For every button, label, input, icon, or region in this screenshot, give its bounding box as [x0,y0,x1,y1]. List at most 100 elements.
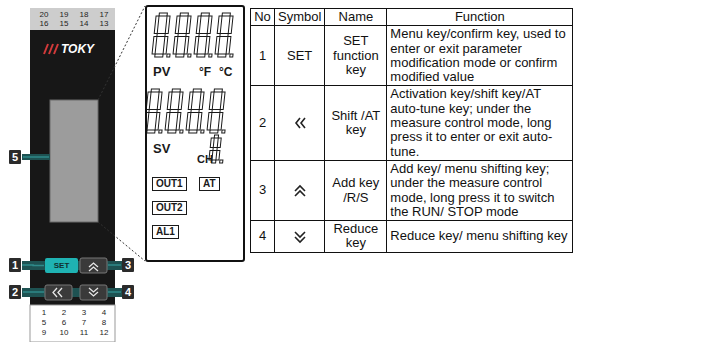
segment [201,13,209,16]
node-text: 1 [12,258,18,272]
terminal-number: 16 [40,19,49,28]
segment [220,34,228,37]
table-text: Reduce key [328,222,383,251]
indicator-box: AT [199,177,220,191]
chevron [295,186,305,196]
table-text: Menu key/confirm key, used to enter or e… [390,27,569,84]
segment [155,54,163,57]
controller-body [22,8,122,342]
table-cell: No [251,9,275,26]
table-cell: SET function key [325,26,387,86]
terminal-number: 1 [42,308,46,317]
table-cell: SET [275,26,325,86]
key-symbol-icon [292,228,308,245]
segment [207,16,212,34]
segment [218,54,226,57]
segment [215,37,220,55]
chevron [296,118,305,128]
segment [218,113,223,131]
display-legend: SV [153,141,170,156]
segment [165,16,170,34]
table-text: Shift /AT key [328,109,383,138]
table-cell: Add key/ menu shifting key; under the me… [387,160,573,220]
segment [155,113,160,131]
segment [170,110,178,113]
segment [180,13,188,16]
segment [228,16,233,34]
segment [222,13,230,16]
table-cell: 2 [251,86,275,160]
segment [151,89,159,92]
node-text: SET [45,258,78,273]
node-text: 3 [125,258,131,272]
segment [178,92,183,110]
table-cell: 1 [251,26,275,86]
leader-line [22,264,44,266]
indicator-box: OUT2 [152,201,187,215]
zoom-lines [98,6,145,261]
node-text: 5 [12,150,18,164]
segment [147,92,151,110]
drawing-stroke [22,154,50,160]
callout-number: 4 [122,285,134,299]
key-table: NoSymbol NameFunction 1SET SET function key… [250,8,573,253]
terminal-number: 15 [60,19,69,28]
terminal-number: 11 [80,328,88,337]
table-text: 3 [254,183,271,197]
table-cell: Function [387,9,573,26]
segment [149,110,157,113]
leader-lines [23,157,121,292]
segment [220,92,225,110]
table-cell: Name [325,9,387,26]
node-text: OUT2 [156,202,183,214]
table-text: Symbol [278,10,321,24]
segment-dot [159,130,162,133]
segment-digit [207,89,230,133]
brand-logo: TOKY [61,42,94,56]
drawing-stroke [53,288,62,297]
table-cell [275,160,325,220]
segment [167,92,172,110]
seven-segment-digits [147,7,243,260]
table-cell: 4 [251,221,275,253]
segment [176,113,181,131]
table-text: Reduce key/ menu shifting key [390,229,569,243]
segment-dot [209,54,212,57]
segment [191,110,199,113]
segment [159,13,167,16]
terminal-number: 4 [102,308,106,317]
segment [216,151,220,161]
table-cell [275,86,325,160]
segment [152,37,157,55]
terminal-number: 2 [62,308,66,317]
table-text: Function [390,10,569,24]
segment-dot [180,130,183,133]
segment [186,113,191,131]
segment [184,37,189,55]
node-text: AL1 [156,226,175,238]
terminal-number: 18 [80,10,89,19]
table-column [251,9,275,253]
segment-digit [173,13,196,57]
drawing-stroke [108,291,121,293]
table-text: SET [278,49,321,63]
drawing-stroke [80,258,107,273]
segment [197,54,205,57]
terminal-number: 14 [80,19,89,28]
table-text: Activation key/shift key/AT auto-tune ke… [390,87,569,158]
segment-dot [201,130,204,133]
segment-digit [194,13,217,57]
terminal-number: 3 [82,308,86,317]
terminal-number: 19 [60,10,69,19]
terminal-number: 7 [82,318,86,327]
segment-digit [152,13,175,57]
table-text: 2 [254,116,271,130]
segment [207,113,212,131]
segment [157,34,165,37]
terminal-number: 10 [60,328,69,337]
table-column [275,9,325,253]
segment [173,37,178,55]
table-cell: Activation key/shift key/AT auto-tune ke… [387,86,573,160]
segment-dot [167,54,170,57]
table-row: NoSymbol NameFunction [251,9,573,26]
